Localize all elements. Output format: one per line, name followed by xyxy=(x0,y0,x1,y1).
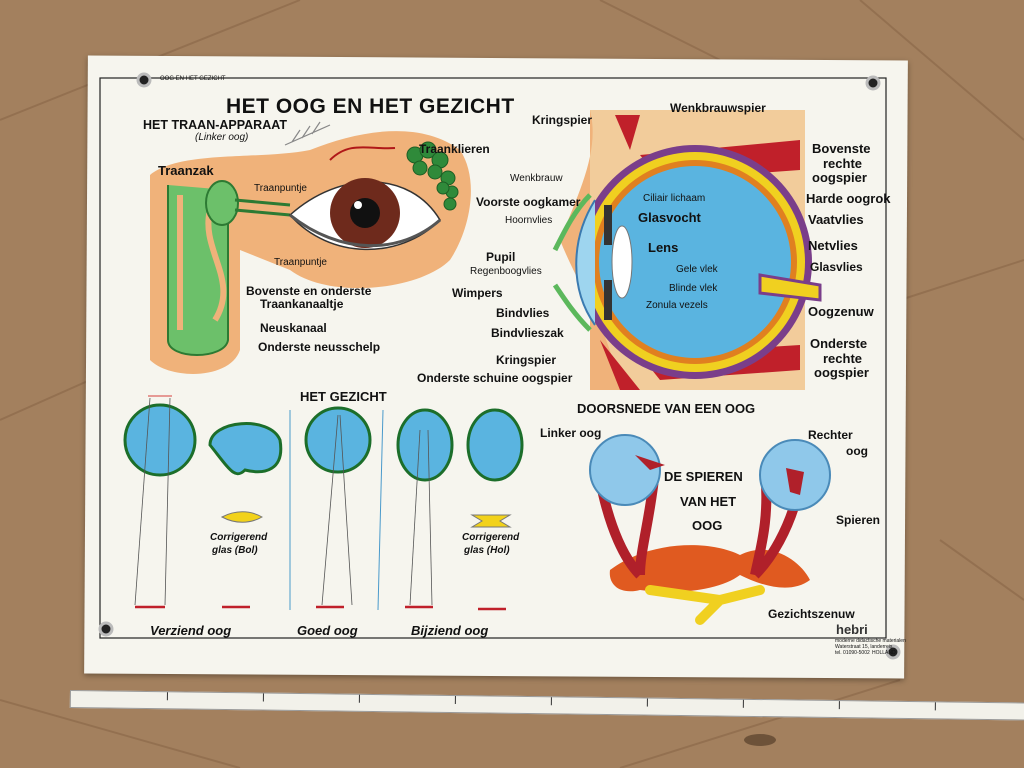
label-center-2: VAN HET xyxy=(680,494,737,509)
label-harde-oogrok: Harde oogrok xyxy=(806,191,891,206)
label-spieren: Spieren xyxy=(836,513,881,527)
label-verziend: Verziend oog xyxy=(150,623,232,638)
label-onderste-3: oogspier xyxy=(814,365,869,380)
label-bindvlieszak: Bindvlieszak xyxy=(491,326,564,340)
label-onderste-1: Onderste xyxy=(810,336,868,351)
label-onderste-2: rechte xyxy=(823,351,863,366)
label-rechter-1: Rechter xyxy=(808,428,853,442)
label-glasvlies: Glasvlies xyxy=(810,260,863,274)
label-kanaaltje-2: Traankanaaltje xyxy=(260,297,344,311)
poster-title: HET OOG EN HET GEZICHT xyxy=(226,95,515,118)
label-netvlies: Netvlies xyxy=(808,238,858,253)
label-zonula: Zonula vezels xyxy=(646,300,708,311)
label-voorste-oogkamer: Voorste oogkamer xyxy=(476,195,581,209)
label-glasvocht: Glasvocht xyxy=(638,210,701,225)
label-bovenste-1: Bovenste xyxy=(812,141,871,156)
label-neuskanaal: Neuskanaal xyxy=(260,321,327,335)
lacrimal-title: HET TRAAN-APPARAAT xyxy=(143,118,287,132)
label-oogzenuw: Oogzenuw xyxy=(808,304,874,319)
label-kringspier-top: Kringspier xyxy=(532,113,593,127)
label-hol-1: Corrigerend xyxy=(462,532,520,543)
publisher-line-1: moderne didactische materialen xyxy=(835,638,906,644)
label-lens: Lens xyxy=(648,240,679,255)
label-bindvlies: Bindvlies xyxy=(496,306,550,320)
label-goed: Goed oog xyxy=(297,623,358,638)
label-center-3: OOG xyxy=(692,518,723,533)
cross-section-caption: DOORSNEDE VAN EEN OOG xyxy=(577,401,756,416)
publisher-name: hebri xyxy=(836,622,868,637)
label-vaatvlies: Vaatvlies xyxy=(808,212,864,227)
label-regenboogvlies: Regenboogvlies xyxy=(470,266,542,277)
label-bovenste-3: oogspier xyxy=(812,170,867,185)
vision-diagrams xyxy=(123,403,524,482)
label-gezichtszenuw: Gezichtszenuw xyxy=(768,607,855,621)
label-bijziend: Bijziend oog xyxy=(411,623,489,638)
label-ciliair: Ciliair lichaam xyxy=(643,193,706,204)
label-rechter-2: oog xyxy=(846,444,868,458)
label-gele-vlek: Gele vlek xyxy=(676,264,718,275)
lacrimal-diagram xyxy=(150,121,471,374)
label-traanklieren: Traanklieren xyxy=(419,142,490,156)
eye-muscles-diagram xyxy=(589,434,831,625)
label-bol-2: glas (Bol) xyxy=(212,545,258,556)
label-blinde-vlek: Blinde vlek xyxy=(669,283,718,294)
label-traanpuntje-bottom: Traanpuntje xyxy=(274,257,327,268)
label-neusschelp: Onderste neusschelp xyxy=(258,340,381,354)
eye-cross-section xyxy=(552,110,822,390)
header-small: OOG EN HET GEZICHT xyxy=(160,76,226,82)
publisher-line-2: Waterstraat 15, landerreis xyxy=(835,644,893,650)
label-bovenste-2: rechte xyxy=(823,156,863,171)
label-kringspier-bottom: Kringspier xyxy=(496,353,557,367)
label-bol-1: Corrigerend xyxy=(210,532,268,543)
label-traanzak: Traanzak xyxy=(158,163,214,178)
label-onderste-schuine: Onderste schuine oogspier xyxy=(417,371,573,385)
label-linker-oog: Linker oog xyxy=(540,426,602,440)
vision-title: HET GEZICHT xyxy=(300,389,387,404)
label-hoornvlies: Hoornvlies xyxy=(505,215,553,226)
label-wimpers: Wimpers xyxy=(452,286,503,300)
lacrimal-subtitle: (Linker oog) xyxy=(195,132,249,143)
publisher-line-3: tel. 01090-5002 xyxy=(835,650,870,656)
label-traanpuntje-top: Traanpuntje xyxy=(254,183,307,194)
label-wenkbrauw: Wenkbrauw xyxy=(510,173,563,184)
publisher-line-4: HOLLAND xyxy=(872,650,896,656)
label-kanaaltje-1: Bovenste en onderste xyxy=(246,284,372,298)
label-center-1: DE SPIEREN xyxy=(664,469,743,484)
label-hol-2: glas (Hol) xyxy=(464,545,510,556)
label-pupil: Pupil xyxy=(486,250,516,264)
label-wenkbrauwspier: Wenkbrauwspier xyxy=(670,101,766,115)
